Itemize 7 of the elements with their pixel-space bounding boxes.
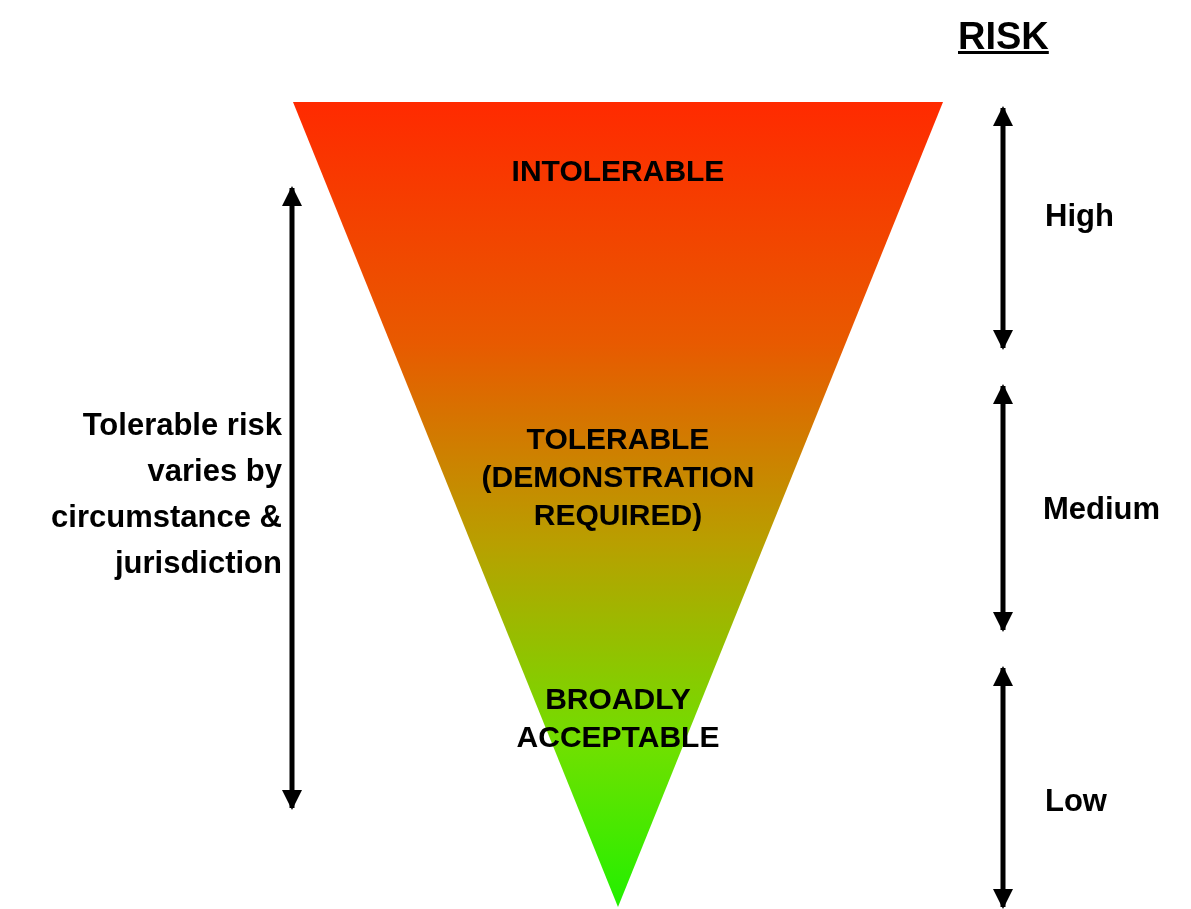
risk-label: Medium bbox=[1043, 490, 1161, 528]
risk-label: Tolerable risk varies by circumstance & jurisdiction bbox=[50, 406, 282, 582]
title: RISK bbox=[958, 14, 1049, 58]
zone-label: INTOLERABLE bbox=[510, 153, 726, 189]
risk-label: Low bbox=[1045, 782, 1107, 820]
zone-label: TOLERABLE (DEMONSTRATION REQUIRED) bbox=[480, 421, 756, 533]
risk-label: High bbox=[1045, 197, 1114, 235]
